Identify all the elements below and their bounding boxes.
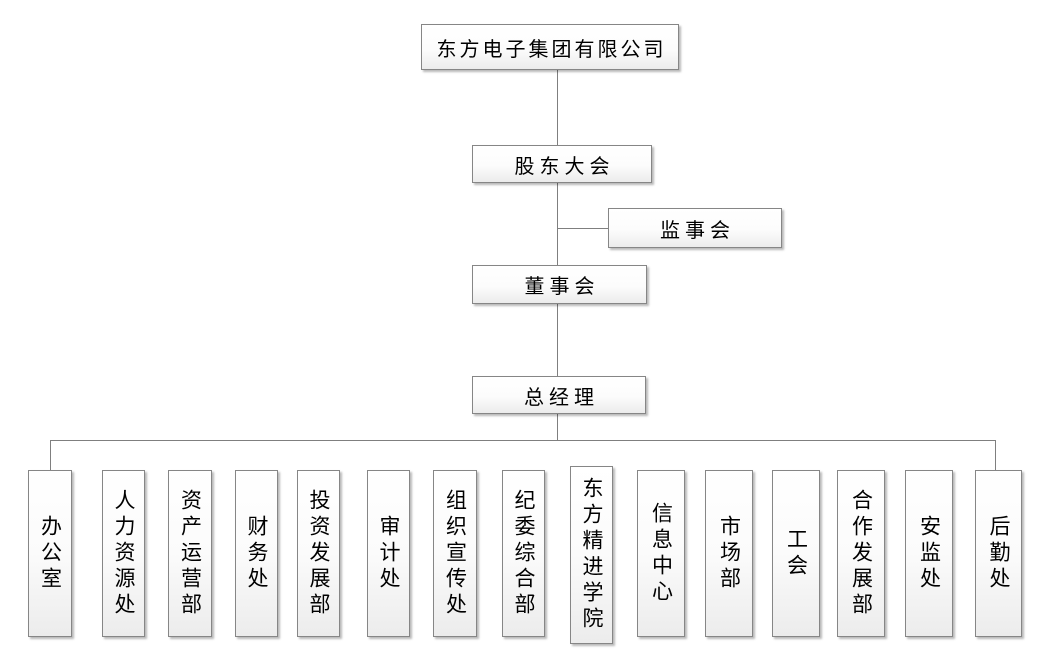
connector-bus-right-drop <box>995 440 996 470</box>
org-node-department-information-center: 信息中心 <box>637 470 685 637</box>
org-node-company: 东方电子集团有限公司 <box>421 24 679 70</box>
org-node-department-marketing: 市场部 <box>705 470 753 637</box>
department-label: 信息中心 <box>649 501 674 606</box>
org-node-general-manager: 总经理 <box>472 376 646 414</box>
org-node-department-dongfang-jingjin-academy: 东方精进学院 <box>570 466 613 644</box>
org-node-general-manager-label: 总经理 <box>524 386 599 409</box>
org-node-department-cooperation-development: 合作发展部 <box>837 470 885 637</box>
department-label: 审计处 <box>377 514 401 593</box>
department-label: 安监处 <box>917 514 942 593</box>
org-node-supervisory-board: 监事会 <box>608 208 782 248</box>
org-node-department-audit: 审计处 <box>367 470 410 637</box>
department-label: 东方精进学院 <box>580 477 604 633</box>
connector-general-manager-to-bus <box>557 413 558 441</box>
org-node-department-discipline-committee: 纪委综合部 <box>502 470 545 637</box>
department-label: 纪委综合部 <box>512 488 536 619</box>
department-label: 投资发展部 <box>307 488 331 619</box>
org-node-department-investment-development: 投资发展部 <box>297 470 340 637</box>
org-node-board-of-directors-label: 董事会 <box>524 276 600 298</box>
department-label: 合作发展部 <box>849 488 874 619</box>
org-node-department-human-resources: 人力资源处 <box>102 470 145 637</box>
org-node-department-logistics: 后勤处 <box>975 470 1022 637</box>
connector-company-to-shareholders <box>557 70 558 145</box>
org-node-department-finance: 财务处 <box>235 470 278 637</box>
org-node-shareholders-meeting: 股东大会 <box>472 145 652 183</box>
department-label: 资产运营部 <box>178 488 203 619</box>
connector-supervisory-branch <box>557 228 608 229</box>
connector-board-to-general-manager <box>557 304 558 376</box>
org-node-supervisory-board-label: 监事会 <box>660 219 735 242</box>
org-node-shareholders-meeting-label: 股东大会 <box>514 155 615 178</box>
org-node-company-label: 东方电子集团有限公司 <box>436 38 667 61</box>
org-node-department-organization-publicity: 组织宣传处 <box>433 470 477 637</box>
department-label: 人力资源处 <box>112 488 136 619</box>
department-label: 组织宣传处 <box>443 488 468 619</box>
org-node-department-asset-operations: 资产运营部 <box>168 470 212 637</box>
org-node-department-safety-supervision: 安监处 <box>905 470 953 637</box>
connector-bus-left-drop <box>50 440 51 470</box>
connector-shareholders-to-board <box>557 183 558 265</box>
org-node-department-labor-union: 工会 <box>772 470 820 637</box>
department-label: 后勤处 <box>987 514 1011 593</box>
department-label: 财务处 <box>245 514 269 593</box>
org-node-board-of-directors: 董事会 <box>472 265 647 304</box>
connector-departments-bus <box>50 440 996 441</box>
org-node-department-office: 办公室 <box>28 470 72 637</box>
department-label: 工会 <box>784 527 809 580</box>
department-label: 市场部 <box>717 514 742 593</box>
department-label: 办公室 <box>38 514 63 593</box>
